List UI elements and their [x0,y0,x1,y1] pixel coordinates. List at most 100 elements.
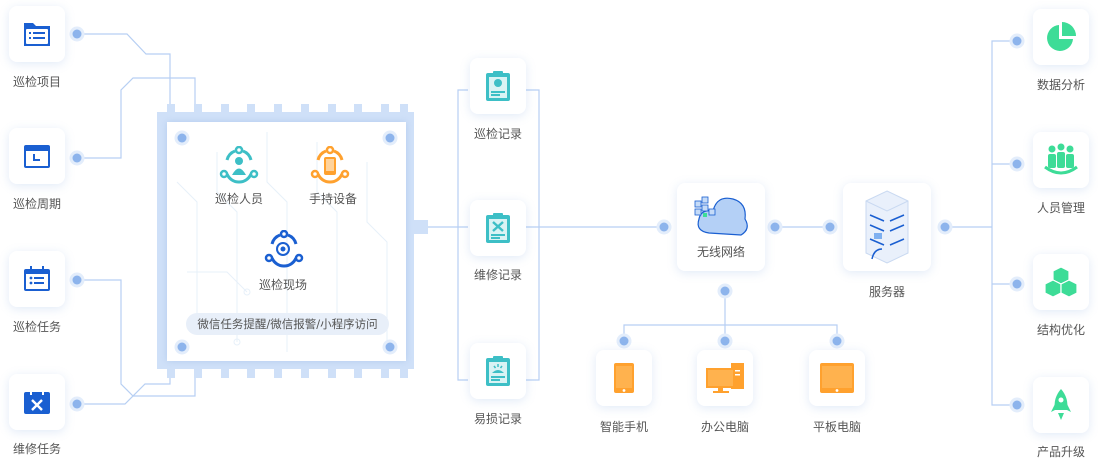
right-item-card[interactable] [1033,132,1089,188]
connector-dot [825,222,835,232]
connector-dot [1012,279,1022,289]
chip-pin [167,104,175,113]
right-item-card[interactable] [1033,377,1089,433]
circuit-pattern [176,132,388,352]
chip-pin [247,104,255,113]
connector-dot [770,222,780,232]
connector-dot [832,336,842,346]
connector-dot [1012,159,1022,169]
tablet-icon [820,363,854,393]
rocket-icon [1051,389,1071,420]
calendar-tools-icon [24,389,50,414]
wechat-features-pill: 微信任务提醒/微信报警/小程序访问 [186,313,389,335]
chip-pin [194,369,202,378]
right-item-label: 结构优化 [1036,323,1086,337]
left-item-label: 维修任务 [12,442,62,456]
connector-line [78,77,196,159]
chip-item-label: 巡检现场 [258,278,308,292]
people-icon [1044,143,1078,175]
device-card[interactable] [697,350,753,406]
record-label: 巡检记录 [473,127,523,141]
connector-dot [940,222,950,232]
left-item-label: 巡检项目 [12,75,62,89]
connector-line [78,33,171,112]
right-item-label: 数据分析 [1036,78,1086,92]
clipboard-alert-icon [486,356,510,386]
chip-pin [194,104,202,113]
chip-pin [221,104,229,113]
calendar-icon [24,145,50,168]
worker-cycle-icon [219,146,259,184]
chip-pin [328,369,336,378]
chip-item-label: 巡检人员 [214,192,264,206]
chip-pin [221,369,229,378]
device-card[interactable] [596,350,652,406]
clipboard-tools-icon [486,213,510,243]
chip-pin [381,369,389,378]
connector-dot [1012,400,1022,410]
desktop-icon [706,363,744,393]
smartphone-icon [614,363,634,393]
record-label: 维修记录 [473,268,523,282]
left-item-label: 巡检周期 [12,197,62,211]
left-item-card[interactable] [9,128,65,184]
device-label: 平板电脑 [812,420,862,434]
connector-line [78,369,171,405]
chip-pin [400,104,408,113]
chip-item-label: 手持设备 [308,192,358,206]
connector-dot [720,336,730,346]
folder-list-icon [24,23,50,46]
chip-pin [301,369,309,378]
connector-dot [72,275,82,285]
chip-pin [274,369,282,378]
connector-dot [72,153,82,163]
chip-pin [328,104,336,113]
left-item-card[interactable] [9,6,65,62]
connector-line [623,324,838,340]
connector-dot [72,29,82,39]
connector-dot [72,399,82,409]
phone-cycle-icon [310,146,350,184]
connector-line [457,89,468,381]
location-cycle-icon [264,230,304,268]
chip-pin [167,369,175,378]
chip-pin [354,369,362,378]
server-label: 服务器 [868,285,906,299]
chip-corner-dot [177,133,187,143]
right-item-card[interactable] [1033,254,1089,310]
connector-dot [619,336,629,346]
connector-dot [659,222,669,232]
chip-pin [274,104,282,113]
connector-dot [1012,36,1022,46]
connector-dot [720,286,730,296]
server-card[interactable] [843,183,931,271]
connector-line [78,279,196,397]
chip-pin [400,369,408,378]
left-item-card[interactable] [9,374,65,430]
chip-connector-tab [414,220,428,234]
wireless-network-card[interactable]: 无线网络 [677,183,765,271]
pie-chart-icon [1047,22,1076,51]
record-card[interactable] [470,200,526,256]
chip-pin [381,104,389,113]
chip-pin [354,104,362,113]
record-card[interactable] [470,343,526,399]
record-label: 易损记录 [473,412,523,426]
device-label: 办公电脑 [700,420,750,434]
left-item-card[interactable] [9,251,65,307]
server-icon [865,190,909,264]
device-label: 智能手机 [599,420,649,434]
right-item-label: 产品升级 [1036,445,1086,459]
right-item-card[interactable] [1033,9,1089,65]
record-card[interactable] [470,58,526,114]
device-card[interactable] [809,350,865,406]
left-item-label: 巡检任务 [12,320,62,334]
chip-corner-dot [385,342,395,352]
chip-pin [301,104,309,113]
clipboard-location-icon [486,71,510,101]
right-item-label: 人员管理 [1036,201,1086,215]
chip-corner-dot [385,133,395,143]
cubes-icon [1044,266,1078,298]
connector-line [525,89,540,381]
